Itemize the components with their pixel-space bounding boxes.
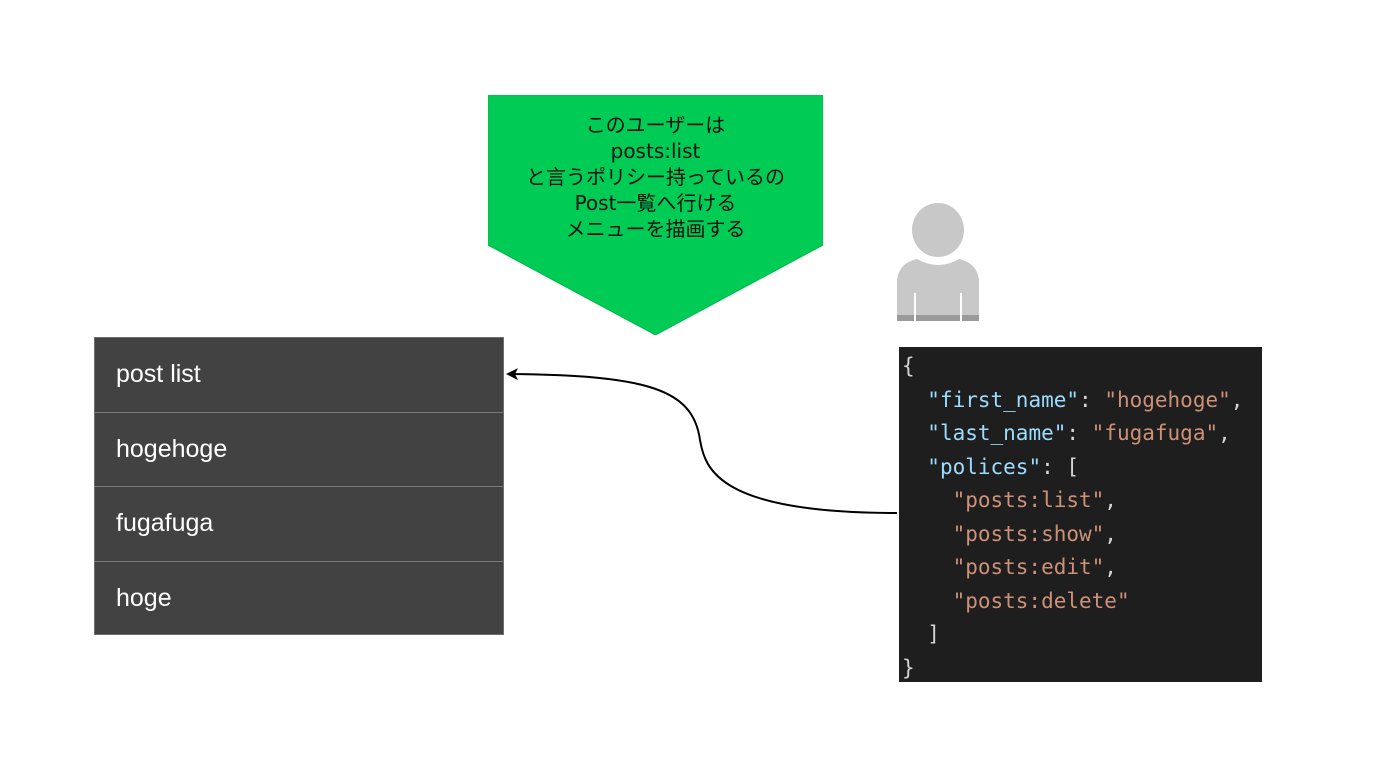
callout-shape xyxy=(488,95,823,335)
policy-value: "posts:list" xyxy=(952,488,1105,512)
code-line: { xyxy=(902,350,1262,384)
policy-value: "posts:delete" xyxy=(952,588,1130,613)
menu-item-post-list[interactable]: post list xyxy=(95,338,503,413)
code-line: ] xyxy=(902,618,1262,652)
code-line: "posts:show", xyxy=(952,521,1117,546)
first-name-value: "hogehoge" xyxy=(1104,387,1231,412)
code-line: "posts:list", xyxy=(952,488,1117,512)
callout-line: メニューを描画する xyxy=(565,217,746,241)
callout-box: このユーザーは posts:list と言うポリシー持っているの Post一覧へ… xyxy=(488,95,823,335)
polices-key: "polices" xyxy=(927,454,1042,479)
callout-line: このユーザーは xyxy=(585,113,726,137)
code-line: "last_name": "fugafuga", xyxy=(927,421,1231,445)
first-name-key: "first_name" xyxy=(927,387,1080,412)
code-line: "posts:edit", xyxy=(952,555,1117,579)
callout-line: Post一覧へ行ける xyxy=(574,191,737,215)
policy-value: "posts:show" xyxy=(952,521,1105,546)
code-line: "posts:delete" xyxy=(902,585,1262,619)
open-brace: { xyxy=(902,354,915,378)
menu-item-fugafuga[interactable]: fugafuga xyxy=(95,487,503,562)
last-name-value: "fugafuga" xyxy=(1091,421,1219,445)
menu-item-hogehoge[interactable]: hogehoge xyxy=(95,413,503,487)
user-silhouette-icon xyxy=(895,203,981,321)
code-line: "first_name": "hogehoge", xyxy=(927,387,1244,412)
close-brace: } xyxy=(902,655,915,680)
callout-line: と言うポリシー持っているの xyxy=(526,165,785,189)
code-line: } xyxy=(902,652,1262,686)
menu-list: post list hogehoge fugafuga hoge xyxy=(94,337,504,635)
json-code-panel: { "first_name": "hogehoge", "last_name":… xyxy=(899,347,1262,682)
callout-text: このユーザーは posts:list と言うポリシー持っているの Post一覧へ… xyxy=(488,112,823,242)
policy-value: "posts:edit" xyxy=(952,555,1105,579)
callout-line: posts:list xyxy=(610,139,701,163)
code-line: "polices": [ xyxy=(927,454,1080,479)
close-bracket: ] xyxy=(927,622,940,646)
last-name-key: "last_name" xyxy=(927,421,1067,445)
menu-item-hoge[interactable]: hoge xyxy=(116,584,172,613)
